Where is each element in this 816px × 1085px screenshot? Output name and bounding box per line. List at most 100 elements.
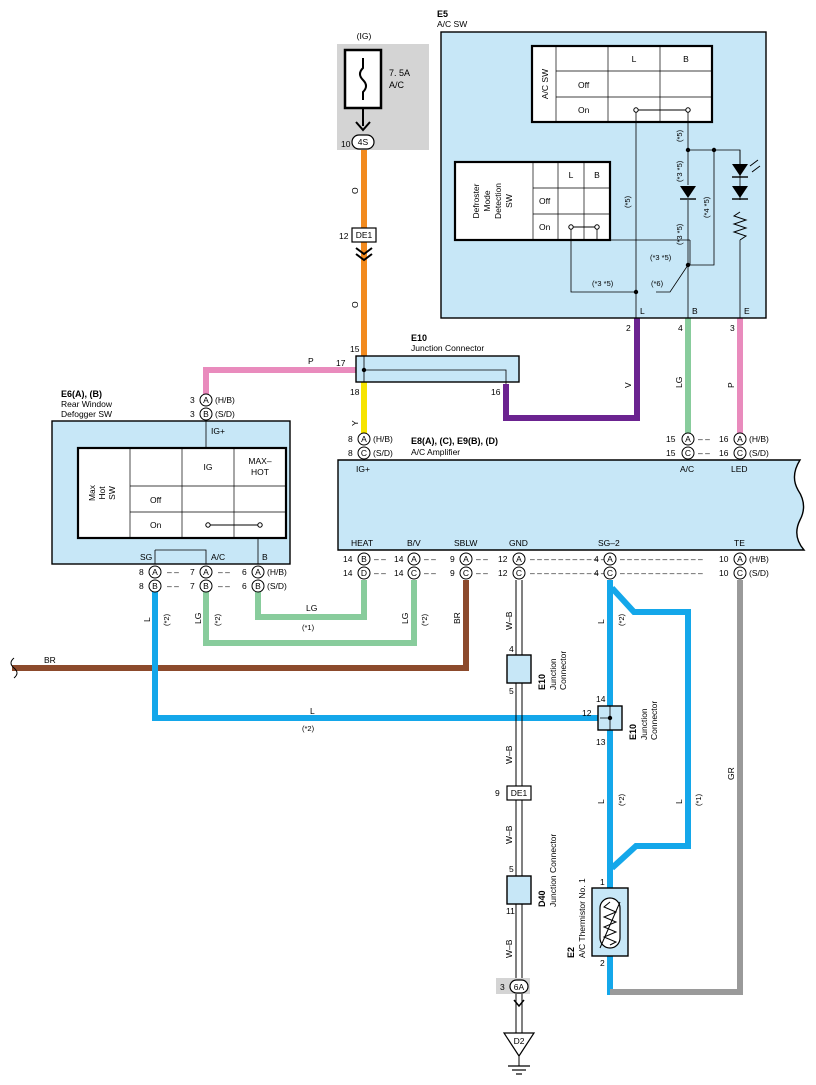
svg-text:LG: LG: [400, 613, 410, 624]
svg-text:– –: – –: [424, 554, 436, 564]
svg-text:– –: – –: [476, 568, 488, 578]
svg-text:15: 15: [666, 448, 676, 458]
svg-text:10: 10: [719, 554, 729, 564]
svg-text:W–B: W–B: [504, 825, 514, 844]
wire-violet: [503, 318, 640, 421]
svg-text:8: 8: [348, 434, 353, 444]
fuse-rating: 7. 5A: [389, 68, 410, 78]
wire-blue-therm: [607, 956, 613, 995]
svg-text:HOT: HOT: [251, 467, 269, 477]
svg-text:C: C: [685, 448, 691, 458]
e6-defogger-switch: E6(A), (B) Rear Window Defogger SW IG+ M…: [51, 389, 291, 593]
svg-text:3: 3: [190, 409, 195, 419]
svg-text:Detection: Detection: [493, 183, 503, 219]
svg-text:12: 12: [582, 708, 592, 718]
svg-text:4: 4: [678, 323, 683, 333]
svg-text:(*3 *5): (*3 *5): [592, 279, 614, 288]
svg-text:9: 9: [450, 568, 455, 578]
svg-text:9: 9: [450, 554, 455, 564]
svg-text:B: B: [203, 409, 209, 419]
svg-text:– –: – –: [167, 581, 179, 591]
svg-text:HEAT: HEAT: [351, 538, 373, 548]
svg-text:(S/D): (S/D): [373, 448, 393, 458]
svg-text:16: 16: [719, 434, 729, 444]
svg-text:C: C: [516, 568, 522, 578]
svg-text:E2: E2: [566, 947, 576, 958]
svg-text:A: A: [411, 554, 417, 564]
svg-text:(H/B): (H/B): [749, 434, 769, 444]
svg-text:(*2): (*2): [617, 793, 626, 806]
svg-text:GND: GND: [509, 538, 528, 548]
svg-text:Junction Connector: Junction Connector: [548, 834, 558, 907]
svg-text:C: C: [463, 568, 469, 578]
svg-text:(S/D): (S/D): [749, 448, 769, 458]
svg-text:(*2): (*2): [617, 613, 626, 626]
svg-text:LG: LG: [306, 603, 317, 613]
svg-text:Connector: Connector: [649, 701, 659, 740]
svg-text:– –: – –: [218, 567, 230, 577]
svg-text:6: 6: [242, 581, 247, 591]
wire-lg-heat: [255, 580, 367, 620]
svg-text:5: 5: [509, 864, 514, 874]
svg-text:Max: Max: [87, 484, 97, 501]
svg-text:– –: – –: [218, 581, 230, 591]
svg-text:2: 2: [626, 323, 631, 333]
svg-text:B: B: [361, 554, 367, 564]
svg-text:B: B: [255, 581, 261, 591]
svg-text:– –: – –: [698, 434, 710, 444]
svg-text:A: A: [361, 434, 367, 444]
fuse-connector: 4S: [358, 137, 369, 147]
svg-text:LED: LED: [731, 464, 748, 474]
wire-pink-e6: [203, 367, 356, 397]
svg-text:Off: Off: [578, 80, 590, 90]
svg-text:B: B: [203, 581, 209, 591]
svg-text:D40: D40: [537, 890, 547, 907]
svg-text:C: C: [607, 568, 613, 578]
svg-text:E10: E10: [411, 333, 427, 343]
svg-text:DE1: DE1: [511, 788, 528, 798]
svg-text:L: L: [596, 799, 606, 804]
svg-text:17: 17: [336, 358, 346, 368]
svg-text:O: O: [350, 301, 360, 308]
svg-text:(*6): (*6): [651, 279, 664, 288]
svg-text:P: P: [308, 356, 314, 366]
wire-blue-sg: [152, 586, 600, 721]
svg-text:On: On: [539, 222, 551, 232]
svg-text:12: 12: [498, 554, 508, 564]
svg-text:SG–2: SG–2: [598, 538, 620, 548]
svg-text:7: 7: [190, 567, 195, 577]
svg-text:B: B: [262, 552, 268, 562]
svg-text:3: 3: [190, 395, 195, 405]
svg-text:A: A: [737, 434, 743, 444]
svg-text:8: 8: [139, 567, 144, 577]
svg-text:IG+: IG+: [211, 426, 225, 436]
svg-text:Junction Connector: Junction Connector: [411, 343, 484, 353]
svg-text:(*2): (*2): [162, 613, 171, 626]
svg-text:W–B: W–B: [504, 611, 514, 630]
svg-text:Defroster: Defroster: [471, 183, 481, 218]
svg-text:(*4 *5): (*4 *5): [702, 196, 711, 218]
svg-text:15: 15: [350, 344, 360, 354]
svg-text:15: 15: [666, 434, 676, 444]
svg-text:14: 14: [343, 568, 353, 578]
svg-text:O: O: [350, 187, 360, 194]
svg-text:TE: TE: [734, 538, 745, 548]
svg-text:(S/D): (S/D): [749, 568, 769, 578]
svg-text:D: D: [361, 568, 367, 578]
svg-text:– –: – –: [374, 568, 386, 578]
svg-text:A/C Thermistor No. 1: A/C Thermistor No. 1: [577, 878, 587, 958]
svg-text:4: 4: [594, 554, 599, 564]
svg-text:– –: – –: [167, 567, 179, 577]
svg-text:B: B: [594, 170, 600, 180]
svg-text:E10: E10: [628, 724, 638, 740]
svg-text:Rear Window: Rear Window: [61, 399, 113, 409]
svg-text:B: B: [692, 306, 698, 316]
svg-text:10: 10: [719, 568, 729, 578]
svg-text:13: 13: [596, 737, 606, 747]
svg-text:MAX–: MAX–: [248, 456, 271, 466]
svg-text:6A: 6A: [514, 982, 525, 992]
svg-text:4: 4: [509, 644, 514, 654]
svg-text:– – – – – – – – – – – –: – – – – – – – – – – – –: [620, 568, 703, 578]
svg-text:Y: Y: [350, 420, 360, 426]
